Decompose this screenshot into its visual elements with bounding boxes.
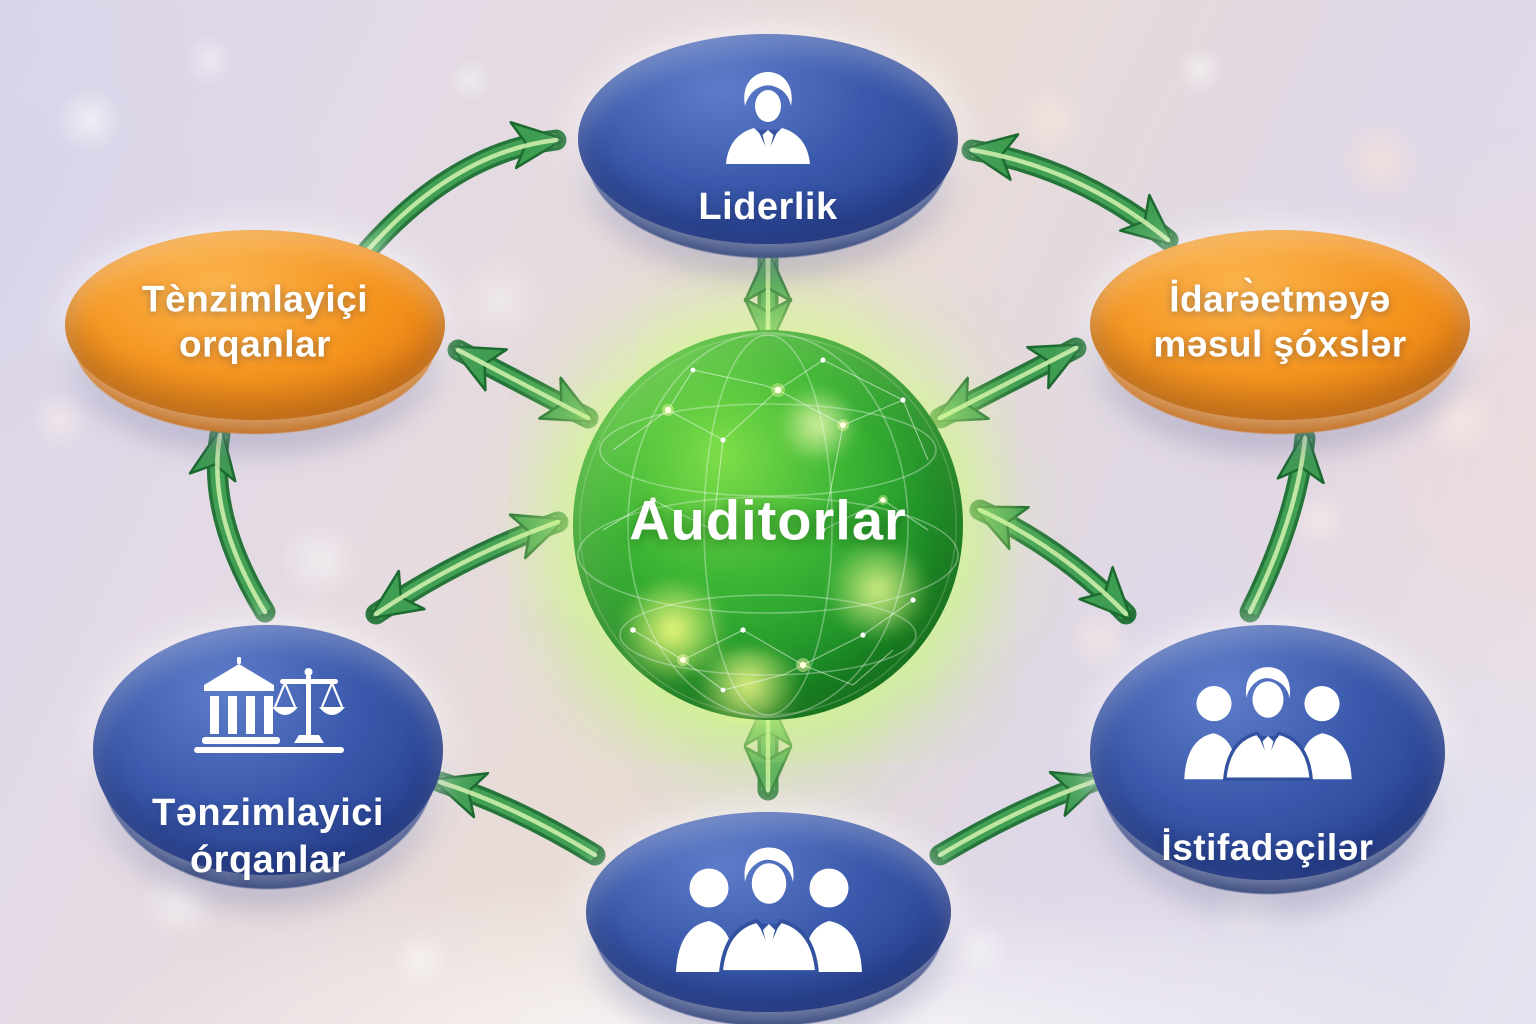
node-governance: İdarə̀etməyə məsul şóxslər	[1090, 230, 1470, 434]
arrow-regulators-bottom-to-regulators-top	[217, 435, 265, 612]
arrow-stakeholders-bottom-to-regulators-bottom	[440, 782, 595, 855]
businessman-icon	[578, 60, 958, 180]
node-regulators-top-face	[65, 230, 445, 420]
node-regulators-bottom: Tənzimlayici órqanlar	[93, 625, 443, 889]
node-liderlik-label: Liderlik	[698, 185, 838, 228]
globe-glow	[823, 540, 933, 640]
arrow-stakeholders-bottom-to-users	[940, 780, 1098, 855]
arrow-liderlik-governance-bidirectional	[972, 150, 1168, 240]
arrow-users-to-governance	[1250, 438, 1305, 612]
arrow-center-regulators-top-bidirectional	[458, 350, 588, 418]
people-group-icon	[1090, 655, 1445, 790]
arrow-center-regulators-bottom-bidirectional	[376, 522, 558, 614]
courthouse-scales-icon	[93, 651, 443, 771]
node-users-label: İstifadəçilər	[1161, 826, 1374, 868]
node-regulators-bottom-label: Tənzimlayici órqanlar	[152, 792, 384, 881]
node-stakeholders-bottom	[586, 812, 951, 1024]
center-node-label: Auditorlar	[629, 488, 907, 552]
arrow-center-users-bidirectional	[980, 510, 1126, 614]
arrow-center-governance-bidirectional	[940, 348, 1076, 418]
node-regulators-top: Tènzimlayiçi orqanlar	[65, 230, 445, 434]
globe-glow	[683, 650, 813, 720]
network-globe-icon	[577, 332, 959, 718]
node-regulators-top-label: Tènzimlayiçi orqanlar	[141, 278, 369, 365]
node-governance-label: İdarə̀etməyə məsul şóxslər	[1153, 278, 1407, 365]
node-governance-face	[1090, 230, 1470, 420]
node-auditorlar-globe: Auditorlar	[573, 330, 963, 720]
node-users: İstifadəçilər	[1090, 625, 1445, 894]
globe-glow	[773, 390, 863, 460]
node-stakeholders-bottom-face	[586, 812, 951, 1012]
node-liderlik: Liderlik	[578, 34, 958, 258]
people-group-icon	[586, 834, 951, 984]
